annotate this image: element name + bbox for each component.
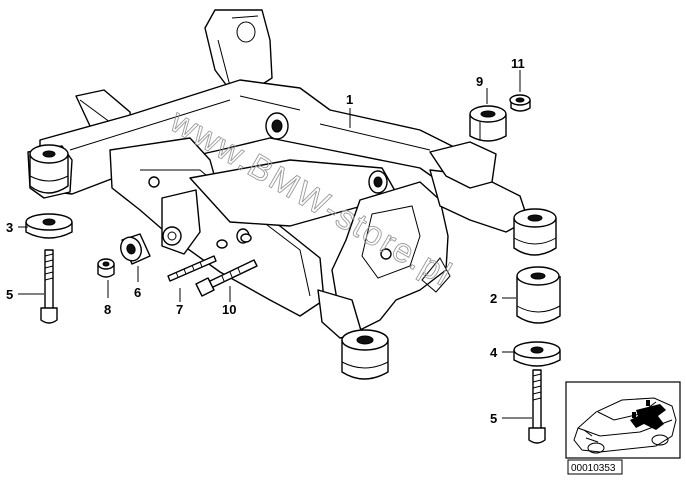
part-5-bolt-left [40, 249, 58, 324]
part-11-nut [509, 94, 531, 112]
part-9-bushing [469, 105, 507, 142]
callout-4: 4 [490, 345, 498, 360]
part-5-bolt-right [528, 369, 546, 444]
reference-code: 00010353 [571, 463, 616, 474]
callout-5-left: 5 [6, 287, 13, 302]
part-8-nut [97, 258, 115, 278]
right-mount-bushing-attached [513, 208, 557, 256]
leader-lines [18, 70, 532, 419]
rear-axle-carrier [27, 9, 529, 339]
small-washers [216, 233, 252, 249]
left-mount-bushing [29, 144, 69, 194]
locator-highlight-subframe-icon [630, 400, 666, 430]
part-2-bushing [516, 266, 561, 324]
callout-10: 10 [222, 302, 236, 317]
part-3-washer [25, 213, 73, 239]
part-4-washer [513, 341, 561, 367]
callout-2: 2 [490, 291, 497, 306]
callout-3: 3 [6, 220, 13, 235]
callout-labels: 1 2 3 4 5 5 6 7 8 9 10 11 [6, 56, 525, 426]
bottom-mount-bushing-attached [341, 329, 389, 380]
callout-8: 8 [104, 302, 111, 317]
callout-9: 9 [476, 74, 483, 89]
part-10-bolt [195, 259, 258, 297]
callout-1: 1 [346, 92, 353, 107]
callout-11: 11 [511, 56, 525, 71]
part-7-stud [167, 255, 217, 282]
locator-inset: 00010353 [565, 381, 681, 475]
callout-7: 7 [176, 302, 183, 317]
callout-5-right: 5 [490, 411, 497, 426]
callout-6: 6 [134, 285, 141, 300]
part-6-bushing [120, 233, 151, 265]
